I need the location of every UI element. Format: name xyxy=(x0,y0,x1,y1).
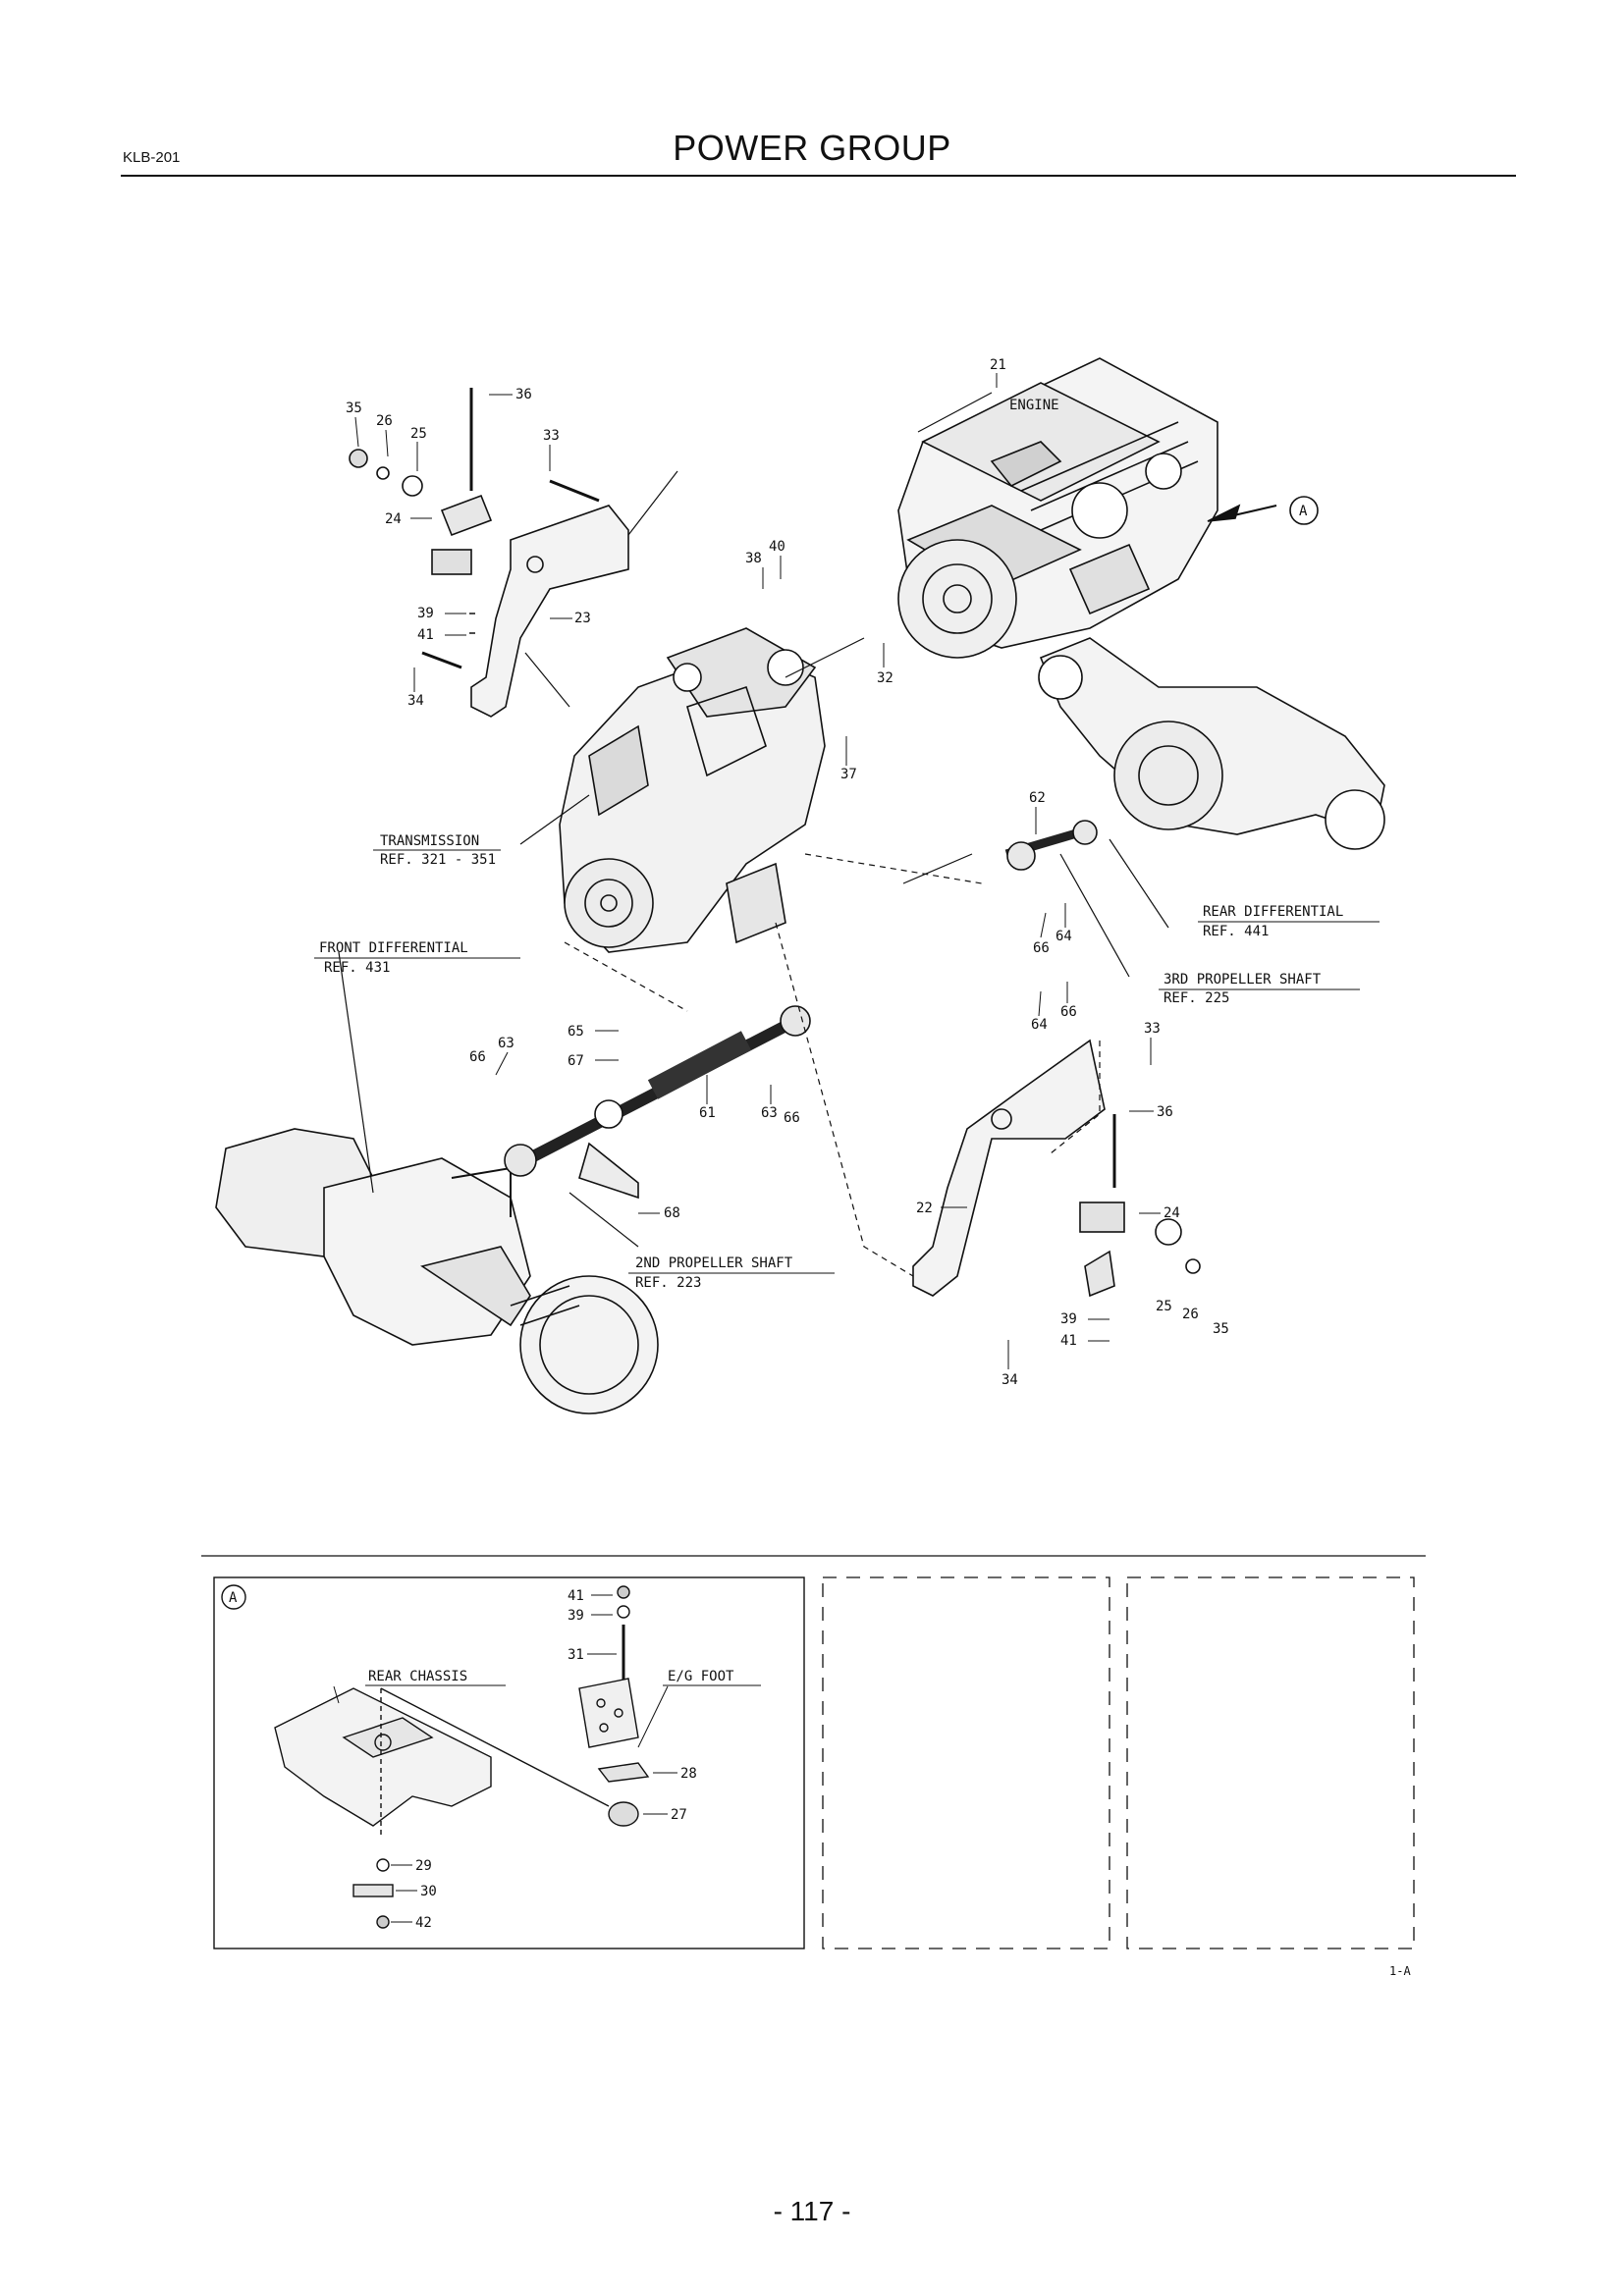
callout-33-top: 33 xyxy=(543,428,560,444)
detail-a-panel: A xyxy=(213,1576,805,1949)
figure-code: 1-A xyxy=(1389,1964,1411,1978)
callout-37: 37 xyxy=(840,767,857,782)
callout-26-top: 26 xyxy=(376,413,393,429)
detail-a-marker: A xyxy=(229,1590,238,1606)
leader-lines xyxy=(338,392,1169,1277)
detail-callout-39: 39 xyxy=(568,1608,584,1624)
callout-63-b: 63 xyxy=(761,1105,778,1121)
detail-callout-41: 41 xyxy=(568,1588,584,1604)
label-third-propeller-shaft-ref: REF. 225 xyxy=(1164,990,1229,1006)
callout-62: 62 xyxy=(1029,790,1046,806)
label-transmission-ref: REF. 321 - 351 xyxy=(380,852,496,868)
page-number: - 117 - xyxy=(773,2196,851,2226)
callout-41-top: 41 xyxy=(417,627,434,643)
callout-68: 68 xyxy=(664,1205,680,1221)
header-divider xyxy=(121,175,1516,177)
page-title: POWER GROUP xyxy=(673,128,951,168)
third-propeller-shaft xyxy=(1004,820,1098,871)
detail-a-labels: REAR CHASSIS E/G FOOT 41 39 31 28 27 29 … xyxy=(365,1588,761,1931)
callout-35-top: 35 xyxy=(346,400,362,416)
label-eg-foot: E/G FOOT xyxy=(668,1669,734,1684)
callout-41-bottom: 41 xyxy=(1060,1333,1077,1349)
detail-callout-30: 30 xyxy=(420,1884,437,1899)
label-second-propeller-shaft-ref: REF. 223 xyxy=(635,1275,701,1291)
callout-64-b: 64 xyxy=(1031,1017,1048,1033)
callout-34-bottom: 34 xyxy=(1001,1372,1018,1388)
callout-25-top: 25 xyxy=(410,426,427,442)
callout-24-top: 24 xyxy=(385,511,402,527)
callout-34-top: 34 xyxy=(407,693,424,709)
callout-66-b: 66 xyxy=(1060,1004,1077,1020)
label-second-propeller-shaft: 2ND PROPELLER SHAFT xyxy=(635,1255,793,1271)
detail-callout-31: 31 xyxy=(568,1647,584,1663)
callout-32: 32 xyxy=(877,670,893,686)
label-rear-differential: REAR DIFFERENTIAL xyxy=(1203,904,1343,920)
callout-36-top: 36 xyxy=(515,387,532,402)
right-mount-bracket xyxy=(912,1039,1201,1298)
callout-66-d: 66 xyxy=(784,1110,800,1126)
callout-65: 65 xyxy=(568,1024,584,1040)
label-engine: ENGINE xyxy=(1009,398,1059,413)
eg-foot-illustration xyxy=(578,1585,650,1827)
callout-35-bottom: 35 xyxy=(1213,1321,1229,1337)
callout-36-bottom: 36 xyxy=(1157,1104,1173,1120)
front-axle-illustration xyxy=(215,1128,659,1415)
label-rear-differential-ref: REF. 441 xyxy=(1203,924,1269,939)
left-mount-bracket xyxy=(349,388,629,718)
label-front-differential: FRONT DIFFERENTIAL xyxy=(319,940,468,956)
callout-39-bottom: 39 xyxy=(1060,1311,1077,1327)
detail-callout-29: 29 xyxy=(415,1858,432,1874)
transmission-illustration xyxy=(559,627,826,953)
callout-23: 23 xyxy=(574,611,591,626)
callout-66-c: 66 xyxy=(469,1049,486,1065)
detail-callout-42: 42 xyxy=(415,1915,432,1931)
callout-61: 61 xyxy=(699,1105,716,1121)
second-propeller-shaft xyxy=(504,1005,811,1200)
label-rear-chassis: REAR CHASSIS xyxy=(368,1669,467,1684)
callout-63-a: 63 xyxy=(498,1036,514,1051)
label-transmission: TRANSMISSION xyxy=(380,833,479,849)
callout-40: 40 xyxy=(769,539,785,555)
detail-a-leaders xyxy=(333,1594,677,1923)
callout-67: 67 xyxy=(568,1053,584,1069)
label-third-propeller-shaft: 3RD PROPELLER SHAFT xyxy=(1164,972,1322,988)
empty-detail-box-1 xyxy=(822,1576,1110,1949)
main-diagram-labels: ENGINE A TRANSMISSION REF. 321 - 351 FRO… xyxy=(314,398,1380,1291)
empty-detail-box-2 xyxy=(1126,1576,1415,1949)
engine-illustration xyxy=(897,357,1319,659)
label-front-differential-ref: REF. 431 xyxy=(324,960,390,976)
callout-39-top: 39 xyxy=(417,606,434,621)
detail-callout-28: 28 xyxy=(680,1766,697,1782)
callout-21: 21 xyxy=(990,357,1006,373)
detail-a-pointer-marker: A xyxy=(1299,504,1308,519)
callout-26-bottom: 26 xyxy=(1182,1307,1199,1322)
rear-chassis-illustration xyxy=(274,1687,610,1929)
callout-leader-ticks xyxy=(354,373,1161,1369)
document-code: KLB-201 xyxy=(123,149,181,166)
callout-24-bottom: 24 xyxy=(1164,1205,1180,1221)
main-part-callouts: 21 35 26 25 36 33 24 23 39 41 34 38 40 3… xyxy=(346,357,1229,1388)
callout-64-a: 64 xyxy=(1056,929,1072,944)
rear-differential-illustration xyxy=(1038,637,1385,850)
callout-38: 38 xyxy=(745,551,762,566)
main-exploded-view xyxy=(215,357,1385,1415)
callout-33-bottom: 33 xyxy=(1144,1021,1161,1037)
callout-66-a: 66 xyxy=(1033,940,1050,956)
callout-22: 22 xyxy=(916,1201,933,1216)
callout-25-bottom: 25 xyxy=(1156,1299,1172,1314)
detail-callout-27: 27 xyxy=(671,1807,687,1823)
